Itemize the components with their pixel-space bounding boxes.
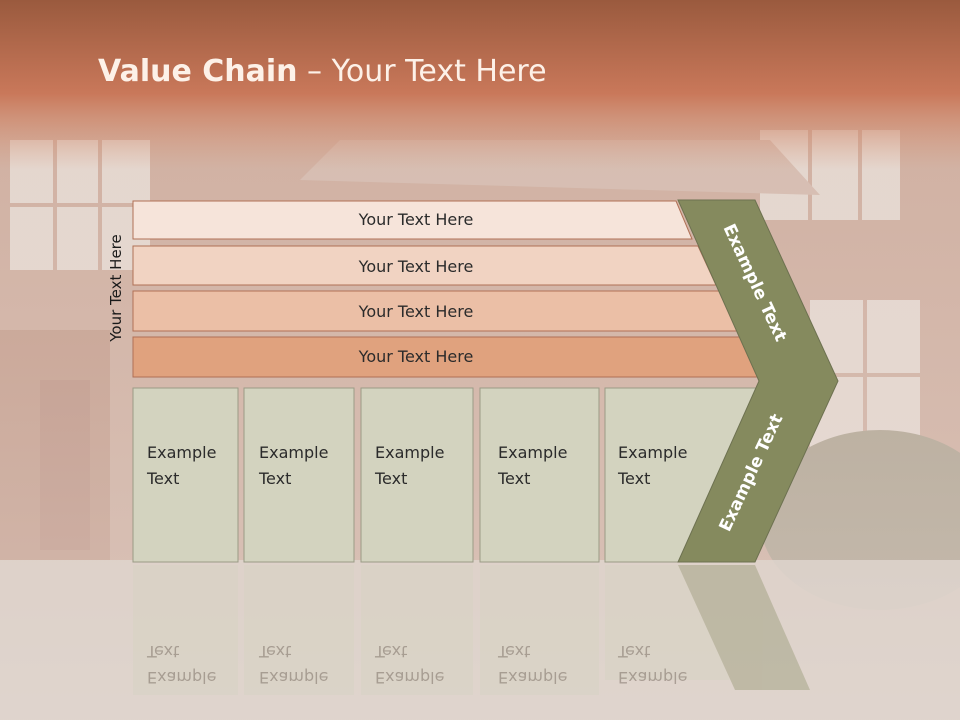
- box-5-line1: Example: [618, 443, 687, 462]
- refl-box-4-line1: Example: [498, 668, 567, 687]
- box-3-line1: Example: [375, 443, 444, 462]
- refl-box-5-line2: Text: [617, 642, 650, 661]
- box-1: Example Text: [132, 387, 239, 563]
- refl-box-5-line1: Example: [618, 668, 687, 687]
- margin-arrow: Example Text Example Text: [677, 199, 839, 563]
- primary-boxes: Example Text Example Text Example Text E…: [132, 387, 761, 563]
- box-2-line1: Example: [259, 443, 328, 462]
- reflection-text: Example Text Example Text Example Text E…: [146, 642, 687, 687]
- reflection: [133, 565, 810, 695]
- row-1-label: Your Text Here: [358, 210, 474, 229]
- row-3-label: Your Text Here: [358, 302, 474, 321]
- box-3: Example Text: [360, 387, 474, 563]
- row-2: Your Text Here: [132, 245, 717, 286]
- box-1-line2: Text: [146, 469, 179, 488]
- row-4-label: Your Text Here: [358, 347, 474, 366]
- page-title: Value Chain – Your Text Here: [98, 54, 547, 89]
- row-4: Your Text Here: [132, 336, 764, 378]
- box-1-line1: Example: [147, 443, 216, 462]
- row-1: Your Text Here: [132, 200, 693, 240]
- support-rows: Your Text Here Your Text Here Your Text …: [132, 200, 764, 378]
- refl-box-1-line2: Text: [146, 642, 179, 661]
- box-4-line1: Example: [498, 443, 567, 462]
- box-2-line2: Text: [258, 469, 291, 488]
- box-3-line2: Text: [374, 469, 407, 488]
- title-separator: –: [297, 54, 332, 89]
- box-2: Example Text: [243, 387, 355, 563]
- box-4: Example Text: [479, 387, 600, 563]
- box-5-line2: Text: [617, 469, 650, 488]
- box-5: Example Text: [604, 387, 761, 563]
- title-rest: Your Text Here: [331, 54, 547, 89]
- row-3: Your Text Here: [132, 290, 740, 332]
- refl-box-2-line1: Example: [259, 668, 328, 687]
- refl-box-3-line1: Example: [375, 668, 444, 687]
- refl-box-2-line2: Text: [258, 642, 291, 661]
- refl-box-3-line2: Text: [374, 642, 407, 661]
- side-label: Your Text Here: [107, 234, 125, 342]
- row-2-label: Your Text Here: [358, 257, 474, 276]
- refl-box-1-line1: Example: [147, 668, 216, 687]
- box-4-line2: Text: [497, 469, 530, 488]
- refl-box-4-line2: Text: [497, 642, 530, 661]
- title-bold: Value Chain: [98, 54, 298, 89]
